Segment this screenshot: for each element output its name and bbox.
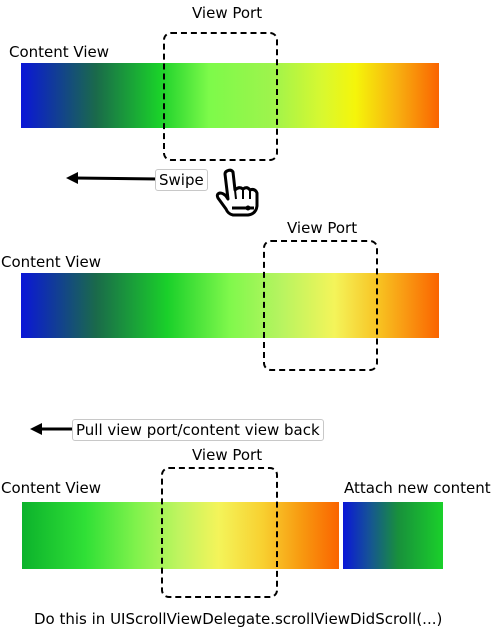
footer-note: Do this in UIScrollViewDelegate.scrollVi… — [34, 610, 443, 628]
content-view-label-2: Content View — [1, 253, 102, 271]
viewport-label-2: View Port — [287, 219, 358, 237]
left-arrow-icon — [30, 423, 74, 435]
pull-label: Pull view port/content view back — [72, 419, 324, 441]
viewport-label-3: View Port — [192, 446, 263, 464]
viewport-label-1: View Port — [192, 4, 263, 22]
content-view-label-1: Content View — [9, 43, 110, 61]
viewport-frame-1 — [163, 32, 278, 161]
content-view-bar-3 — [22, 502, 339, 569]
left-arrow-icon — [66, 172, 160, 184]
attach-new-content-label: Attach new content — [344, 479, 491, 497]
new-content-bar — [343, 502, 443, 569]
viewport-frame-2 — [263, 240, 378, 371]
pointing-hand-icon — [215, 168, 259, 217]
swipe-label: Swipe — [155, 169, 208, 191]
viewport-frame-3 — [161, 467, 278, 598]
content-view-bar-2 — [21, 273, 439, 338]
content-view-bar-1 — [21, 63, 439, 128]
content-view-label-3: Content View — [1, 479, 102, 497]
